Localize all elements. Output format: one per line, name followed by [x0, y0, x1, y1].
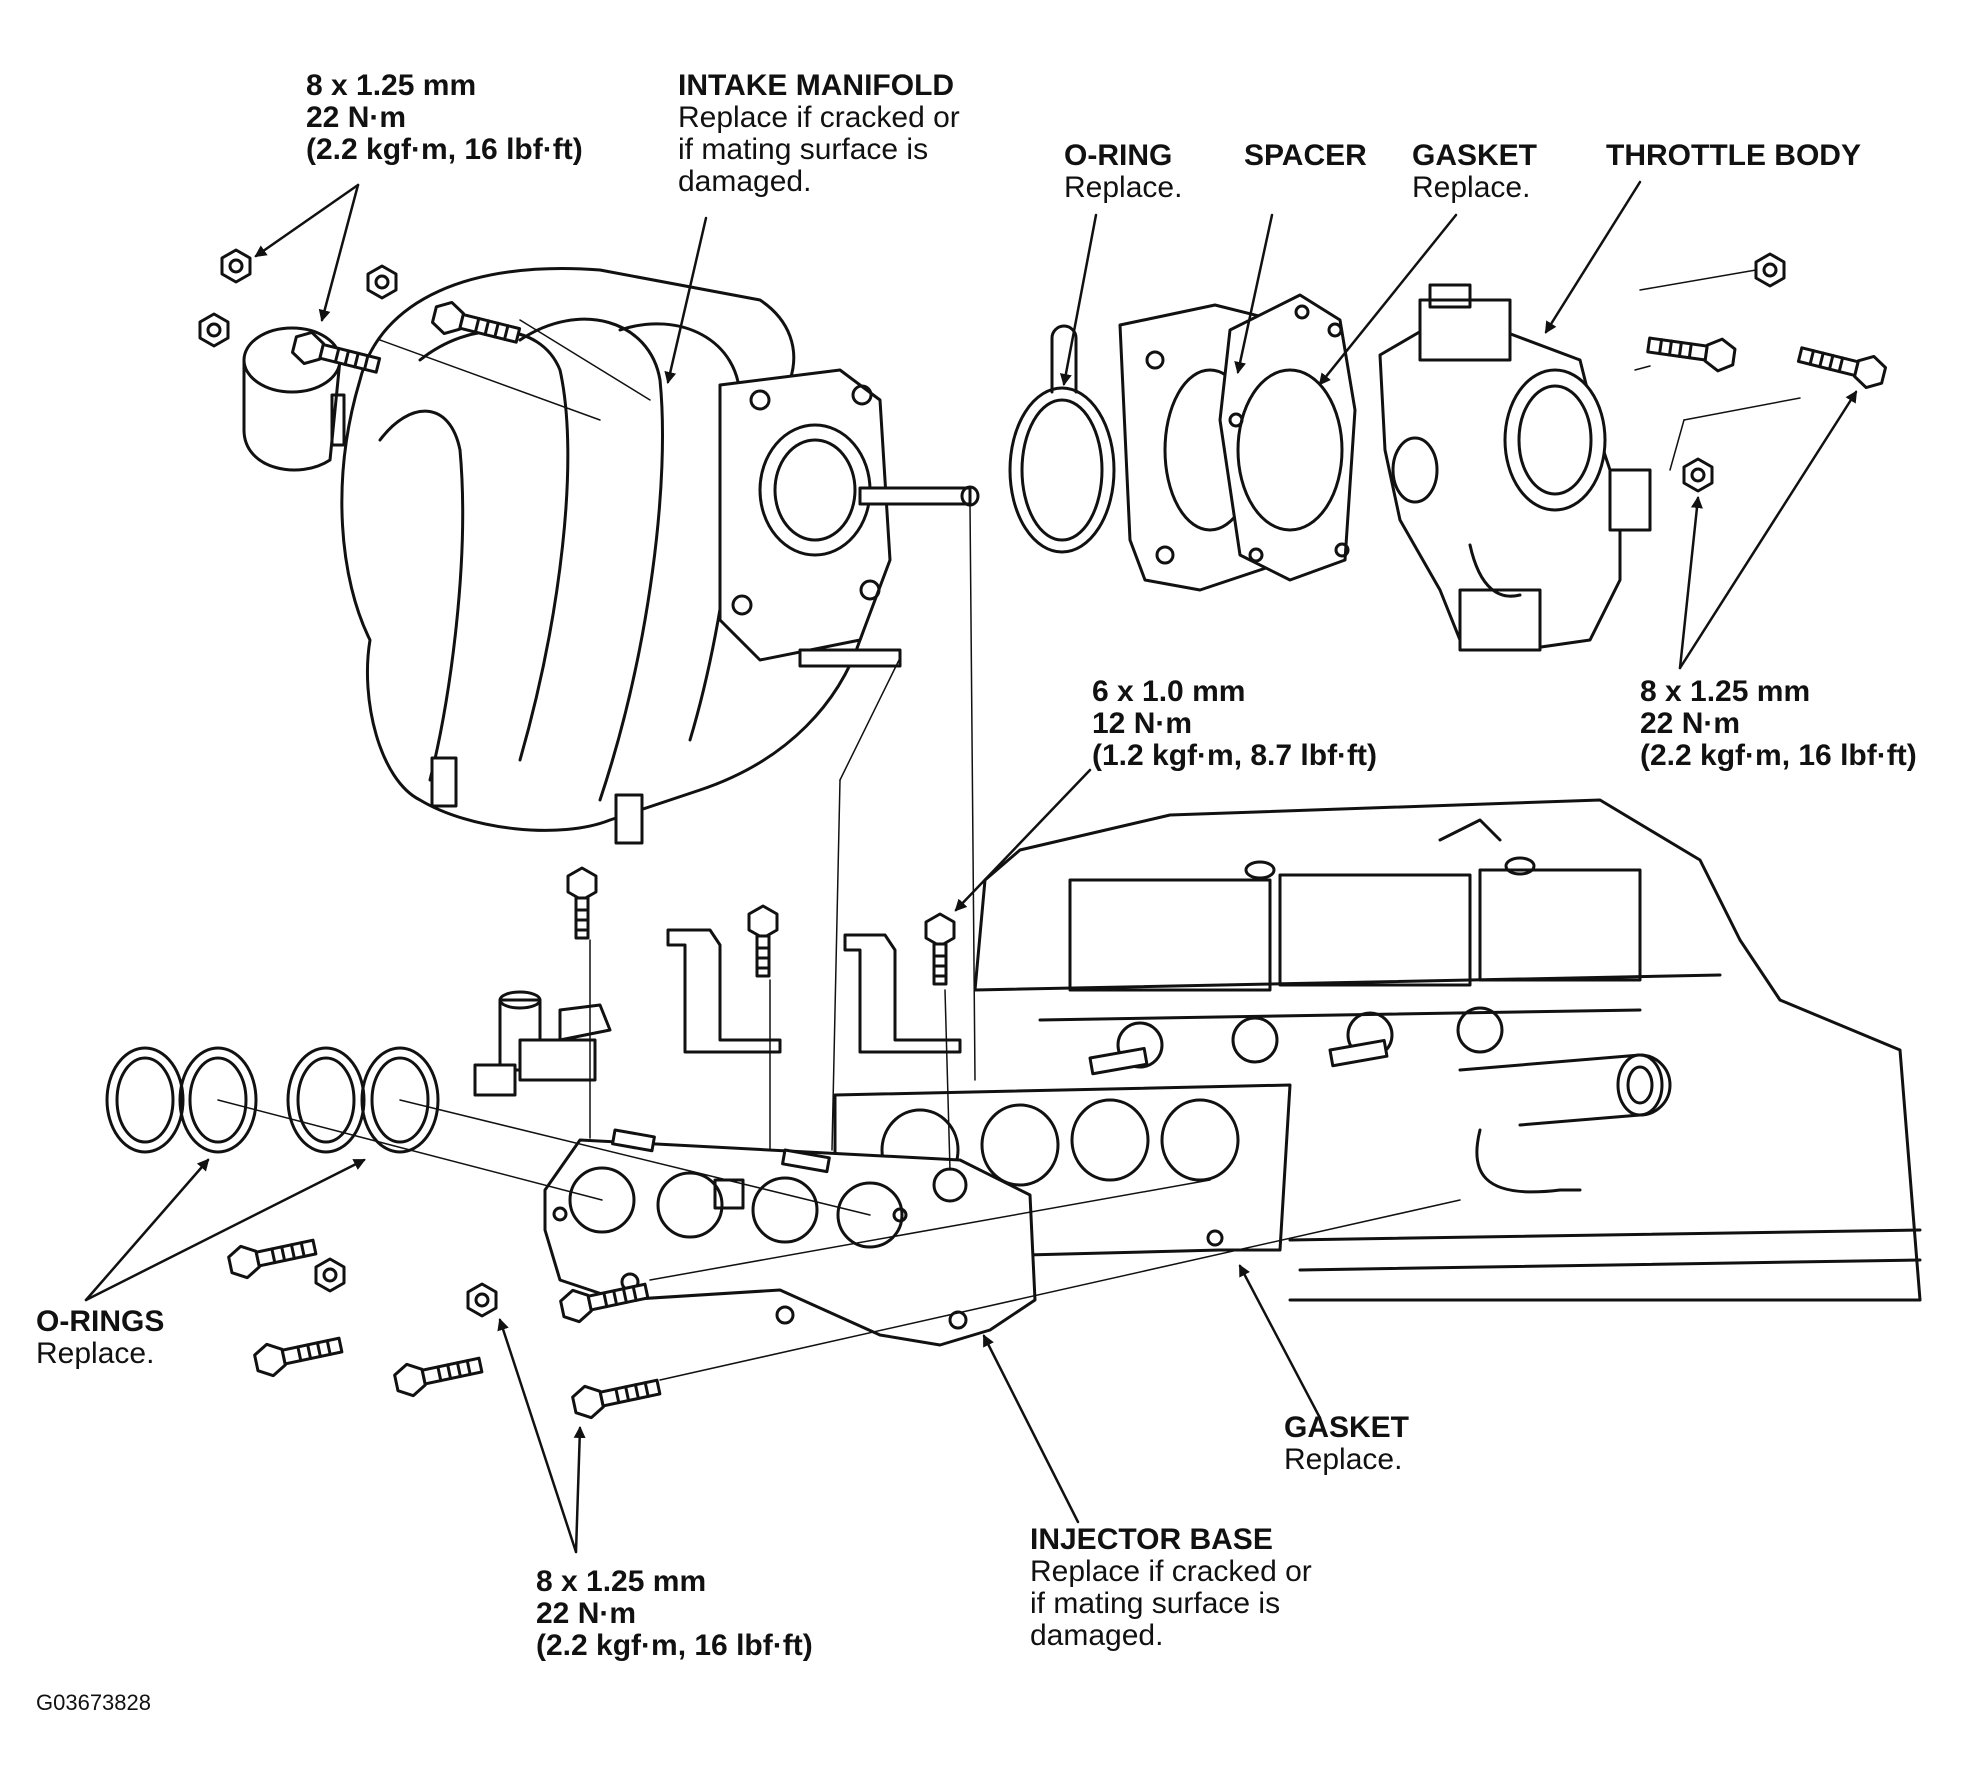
solenoid-valve-shape [473, 990, 612, 1097]
intake-manifold-note-1: Replace if cracked or [678, 101, 960, 134]
bolt-torque-alt-text: (2.2 kgf·m, 16 lbf·ft) [1640, 739, 1917, 772]
injector-base-title: INJECTOR BASE [1030, 1523, 1273, 1556]
label-o-rings: O-RINGS Replace. [36, 1306, 164, 1370]
intake-manifold-note-2: if mating surface is [678, 133, 929, 166]
label-bolt-mid: 6 x 1.0 mm 12 N·m (1.2 kgf·m, 8.7 lbf·ft… [1092, 676, 1377, 772]
bolt-torque-text: 22 N·m [536, 1597, 637, 1630]
alignment-lines [217, 319, 1461, 1381]
label-gasket-top: GASKET Replace. [1412, 140, 1537, 204]
bolt-size-text: 8 x 1.25 mm [1640, 675, 1811, 708]
bolt-torque-alt-text: (2.2 kgf·m, 16 lbf·ft) [306, 133, 583, 166]
o-rings-title: O-RINGS [36, 1305, 165, 1338]
label-throttle-body: THROTTLE BODY [1606, 140, 1861, 172]
bolt-torque-text: 22 N·m [306, 101, 407, 134]
figure-code: G03673828 [36, 1690, 151, 1715]
leader-arrows [84, 180, 1858, 1554]
label-gasket-bottom: GASKET Replace. [1284, 1412, 1409, 1476]
label-spacer: SPACER [1244, 140, 1367, 172]
o-rings-shape [105, 1046, 440, 1154]
throttle-body-shape [1378, 283, 1652, 652]
spacer-title: SPACER [1244, 139, 1367, 172]
bolt-size-text: 8 x 1.25 mm [306, 69, 477, 102]
label-bolt-top-left: 8 x 1.25 mm 22 N·m (2.2 kgf·m, 16 lbf·ft… [306, 70, 583, 166]
injector-base-note-3: damaged. [1030, 1619, 1164, 1652]
bolt-torque-text: 22 N·m [1640, 707, 1741, 740]
injector-base-note-1: Replace if cracked or [1030, 1555, 1312, 1588]
injector-base-note-2: if mating surface is [1030, 1587, 1281, 1620]
intake-manifold-title: INTAKE MANIFOLD [678, 69, 955, 102]
injector-base-shape [543, 1128, 1037, 1347]
gasket-bottom-title: GASKET [1284, 1411, 1410, 1444]
throttle-body-title: THROTTLE BODY [1606, 139, 1861, 172]
gasket-top-title: GASKET [1412, 139, 1538, 172]
label-intake-manifold: INTAKE MANIFOLD Replace if cracked or if… [678, 70, 960, 198]
label-bolt-bottom: 8 x 1.25 mm 22 N·m (2.2 kgf·m, 16 lbf·ft… [536, 1566, 813, 1662]
o-ring-title: O-RING [1064, 139, 1173, 172]
gasket-top-note: Replace. [1412, 171, 1531, 204]
o-ring-note: Replace. [1064, 171, 1183, 204]
label-injector-base: INJECTOR BASE Replace if cracked or if m… [1030, 1524, 1312, 1652]
bolt-torque-alt-text: (2.2 kgf·m, 16 lbf·ft) [536, 1629, 813, 1662]
o-rings-note: Replace. [36, 1337, 155, 1370]
bolt-size-text: 8 x 1.25 mm [536, 1565, 707, 1598]
bolt-torque-text: 12 N·m [1092, 707, 1193, 740]
bolt-size-text: 6 x 1.0 mm [1092, 675, 1246, 708]
label-o-ring: O-RING Replace. [1064, 140, 1182, 204]
o-ring-shape [1008, 386, 1116, 554]
gasket-bottom-note: Replace. [1284, 1443, 1403, 1476]
gasket-top-shape [1218, 293, 1357, 582]
intake-manifold-note-3: damaged. [678, 165, 812, 198]
intake-manifold-shape [242, 267, 980, 845]
label-bolt-right: 8 x 1.25 mm 22 N·m (2.2 kgf·m, 16 lbf·ft… [1640, 676, 1917, 772]
bolt-torque-alt-text: (1.2 kgf·m, 8.7 lbf·ft) [1092, 739, 1378, 772]
